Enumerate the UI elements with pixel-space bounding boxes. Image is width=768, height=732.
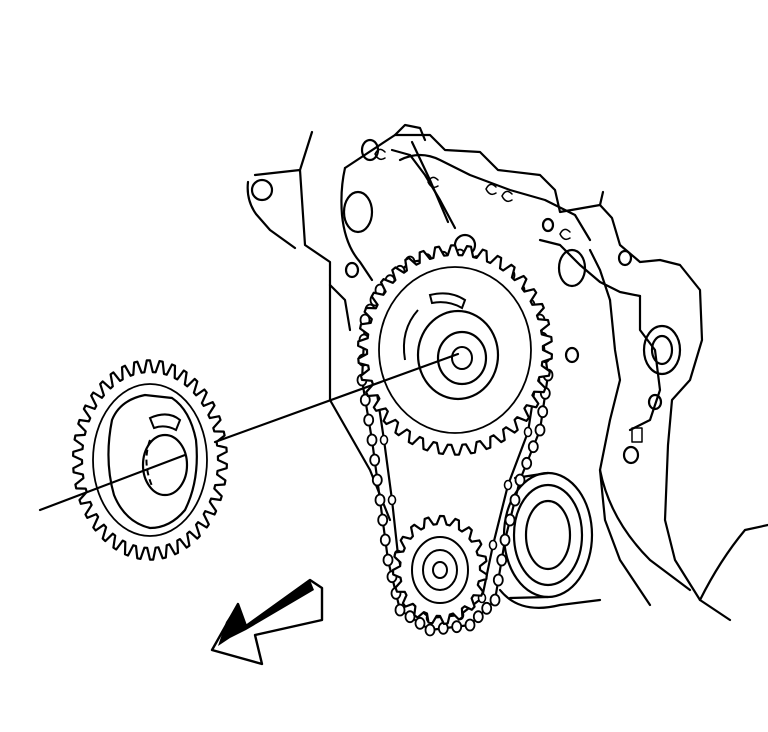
chain-link-pin (382, 553, 394, 567)
removed-sprocket-hidden-edge (145, 439, 153, 487)
removed-sprocket-slot (148, 413, 182, 432)
cam-sprocket-web (402, 309, 419, 361)
chain-link-pin (374, 493, 386, 507)
crankshaft-sprocket (391, 514, 488, 625)
chain-link-pin (527, 440, 539, 454)
chain-link-pin (509, 493, 521, 507)
chain-link-pin (379, 434, 389, 446)
chain-link-pin (488, 539, 498, 551)
cam-sprocket-slot (428, 292, 467, 310)
chain-link-pin (514, 473, 526, 487)
chain-link-pin (503, 479, 513, 491)
chain-link-pin (363, 413, 375, 427)
chain-link-pin (464, 618, 476, 632)
chain-link-pin (521, 456, 533, 470)
cam-sprocket-bore (436, 330, 488, 386)
removed-sprocket-bore (141, 433, 189, 497)
chain-link-pin (414, 616, 426, 630)
chain-link-pin (359, 393, 371, 407)
cam-sprocket-rim (378, 266, 532, 434)
chain-link-pin (451, 620, 463, 634)
crank-sprocket-rim (411, 536, 469, 604)
camshaft-sprocket (357, 244, 553, 456)
chain-link-pin (366, 433, 378, 447)
cam-sprocket-center (451, 346, 473, 370)
chain-link-pin (496, 553, 508, 567)
chain-link-pin (369, 453, 381, 467)
removed-camshaft-sprocket (72, 359, 228, 561)
crank-sprocket-teeth (391, 514, 488, 625)
chain-link-pin (387, 494, 397, 506)
chain-link-pin (424, 623, 436, 637)
chain-link-pin (523, 426, 533, 438)
direction-arrow (210, 578, 324, 666)
chain-link-pin (377, 513, 389, 527)
crank-sprocket-hub (422, 549, 458, 591)
chain-link-pin (504, 513, 516, 527)
chain-link-pin (492, 573, 504, 587)
crankshaft-pulley-hub (498, 471, 602, 609)
alignment-line (38, 352, 460, 512)
chain-link-pin (379, 533, 391, 547)
chain-link-pin (371, 473, 383, 487)
crank-sprocket-bore (432, 561, 448, 579)
chain-link-pin (472, 610, 484, 624)
chain-link-pin (404, 610, 416, 624)
chain-link-pin (489, 593, 501, 607)
chain-link-pin (534, 423, 546, 437)
chain-link-pin (394, 603, 406, 617)
removed-sprocket-rim (92, 383, 208, 537)
removed-sprocket-web (107, 393, 198, 530)
chain-link-pin (499, 533, 511, 547)
cam-sprocket-hub (416, 309, 500, 401)
chain-link-pin (481, 601, 493, 615)
removed-sprocket-teeth (72, 359, 228, 561)
chain-link-pin (537, 405, 549, 419)
